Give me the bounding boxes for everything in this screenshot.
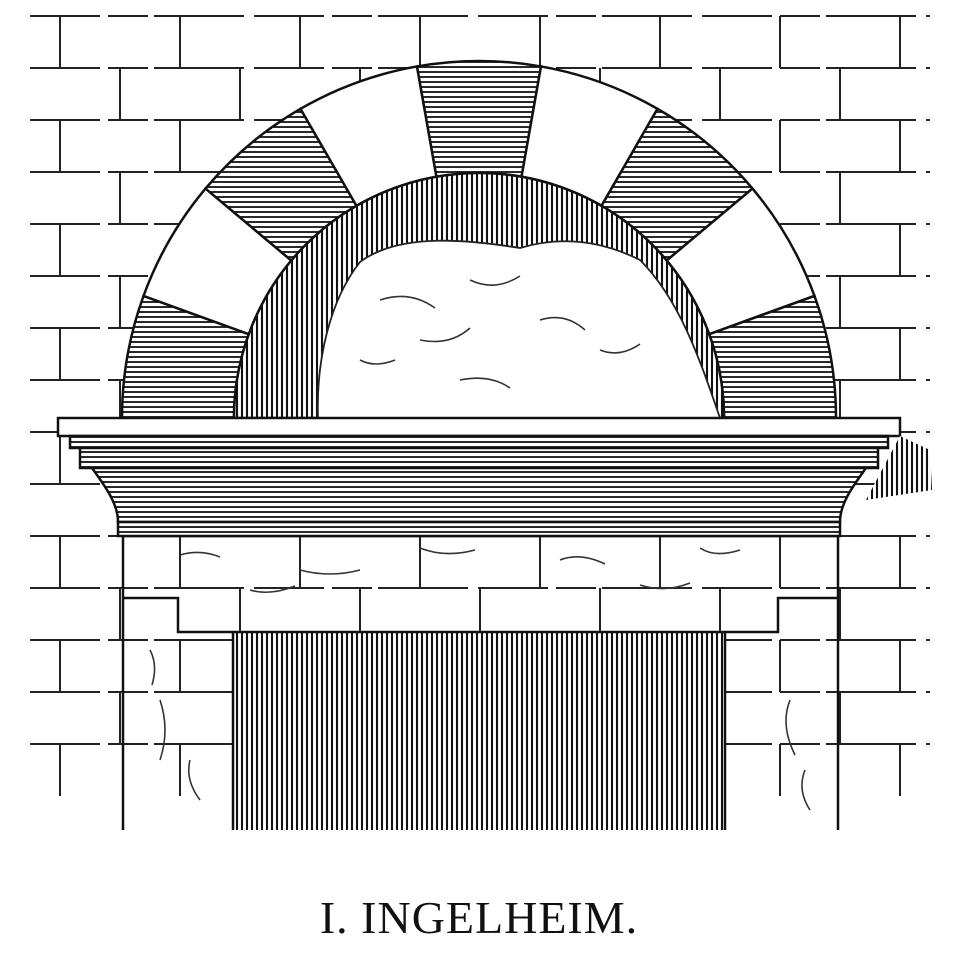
cornice-shadow <box>866 436 932 500</box>
tympanum-texture <box>359 275 641 389</box>
plate-caption: I. INGELHEIM. <box>319 892 639 943</box>
stone-texture <box>149 547 811 811</box>
cornice <box>56 416 902 538</box>
door-recess <box>233 632 725 830</box>
arch-voussoir <box>415 59 543 179</box>
tympanum-stone <box>316 239 722 419</box>
